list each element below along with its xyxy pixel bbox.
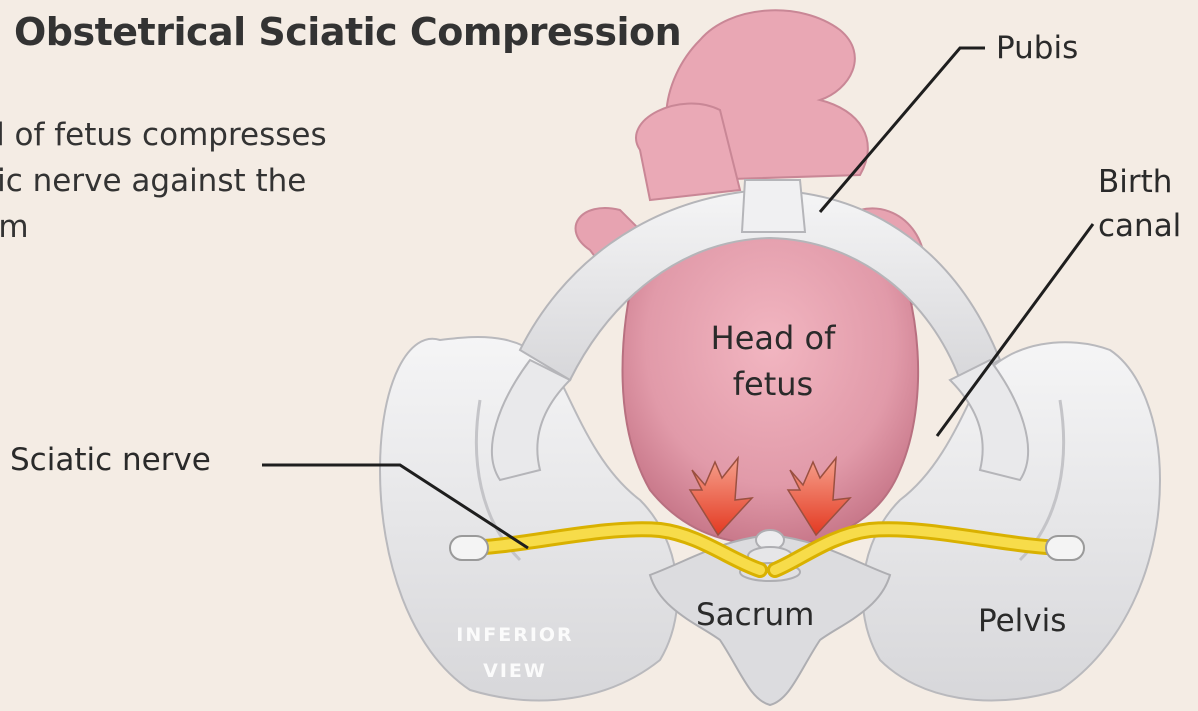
description-line: rum	[0, 204, 327, 250]
diagram-description: ad of fetus compresses atic nerve agains…	[0, 112, 327, 250]
description-line: atic nerve against the	[0, 158, 327, 204]
label-birth-canal-line: canal	[1098, 204, 1181, 248]
label-sacrum: Sacrum	[696, 597, 814, 633]
label-inferior-view: INFERIOR VIEW	[430, 617, 600, 689]
label-birth-canal-line: Birth	[1098, 160, 1181, 204]
description-line: ad of fetus compresses	[0, 112, 327, 158]
label-head-line: Head of	[690, 315, 856, 361]
label-pelvis: Pelvis	[978, 603, 1066, 639]
label-head-line: fetus	[690, 361, 856, 407]
label-view-line: INFERIOR	[430, 617, 600, 653]
label-pubis: Pubis	[996, 30, 1078, 66]
label-sciatic-nerve: Sciatic nerve	[10, 442, 211, 478]
label-birth-canal: Birth canal	[1098, 160, 1181, 248]
label-view-line: VIEW	[430, 653, 600, 689]
diagram-title: Obstetrical Sciatic Compression	[14, 10, 681, 54]
label-head-of-fetus: Head of fetus	[690, 315, 856, 407]
